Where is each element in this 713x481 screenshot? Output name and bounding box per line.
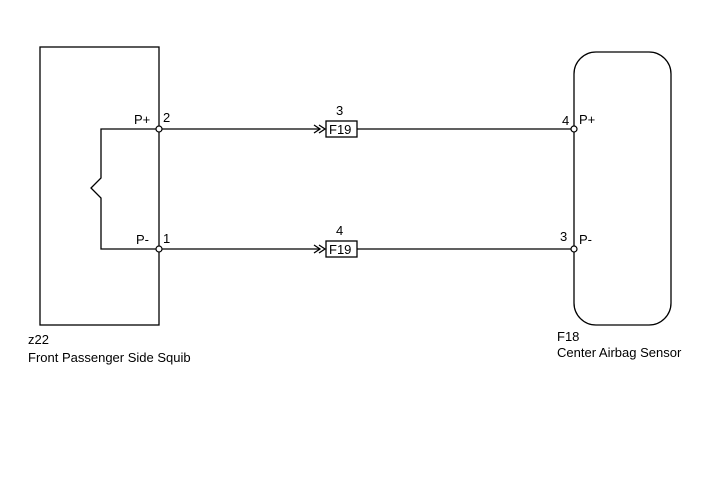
connector-name-lower: F19 <box>329 242 351 257</box>
squib-element <box>90 128 159 250</box>
right-pin-number-3: 3 <box>560 229 567 244</box>
left-pin-label-p-minus: P- <box>136 232 149 247</box>
connector-arrow-2a <box>313 244 322 254</box>
right-component-name: Center Airbag Sensor <box>557 345 682 360</box>
left-pin-number-2: 2 <box>163 110 170 125</box>
terminal-left-1 <box>155 245 163 253</box>
left-pin-label-p-plus: P+ <box>134 112 150 127</box>
left-component-code: z22 <box>28 332 49 347</box>
connector-arrow-2b <box>318 244 327 254</box>
terminal-right-4 <box>570 125 578 133</box>
connector-name-upper: F19 <box>329 122 351 137</box>
terminal-right-3 <box>570 245 578 253</box>
right-pin-label-p-plus: P+ <box>579 112 595 127</box>
left-component-name: Front Passenger Side Squib <box>28 350 191 365</box>
center-airbag-sensor-box <box>573 51 672 326</box>
right-pin-number-4: 4 <box>562 113 569 128</box>
connector-arrow-1b <box>318 124 327 134</box>
terminal-left-2 <box>155 125 163 133</box>
right-component-code: F18 <box>557 329 579 344</box>
front-passenger-squib-box <box>39 46 160 326</box>
connector-pin-upper: 3 <box>336 103 343 118</box>
connector-pin-lower: 4 <box>336 223 343 238</box>
connector-arrow-1a <box>313 124 322 134</box>
right-pin-label-p-minus: P- <box>579 232 592 247</box>
left-pin-number-1: 1 <box>163 231 170 246</box>
